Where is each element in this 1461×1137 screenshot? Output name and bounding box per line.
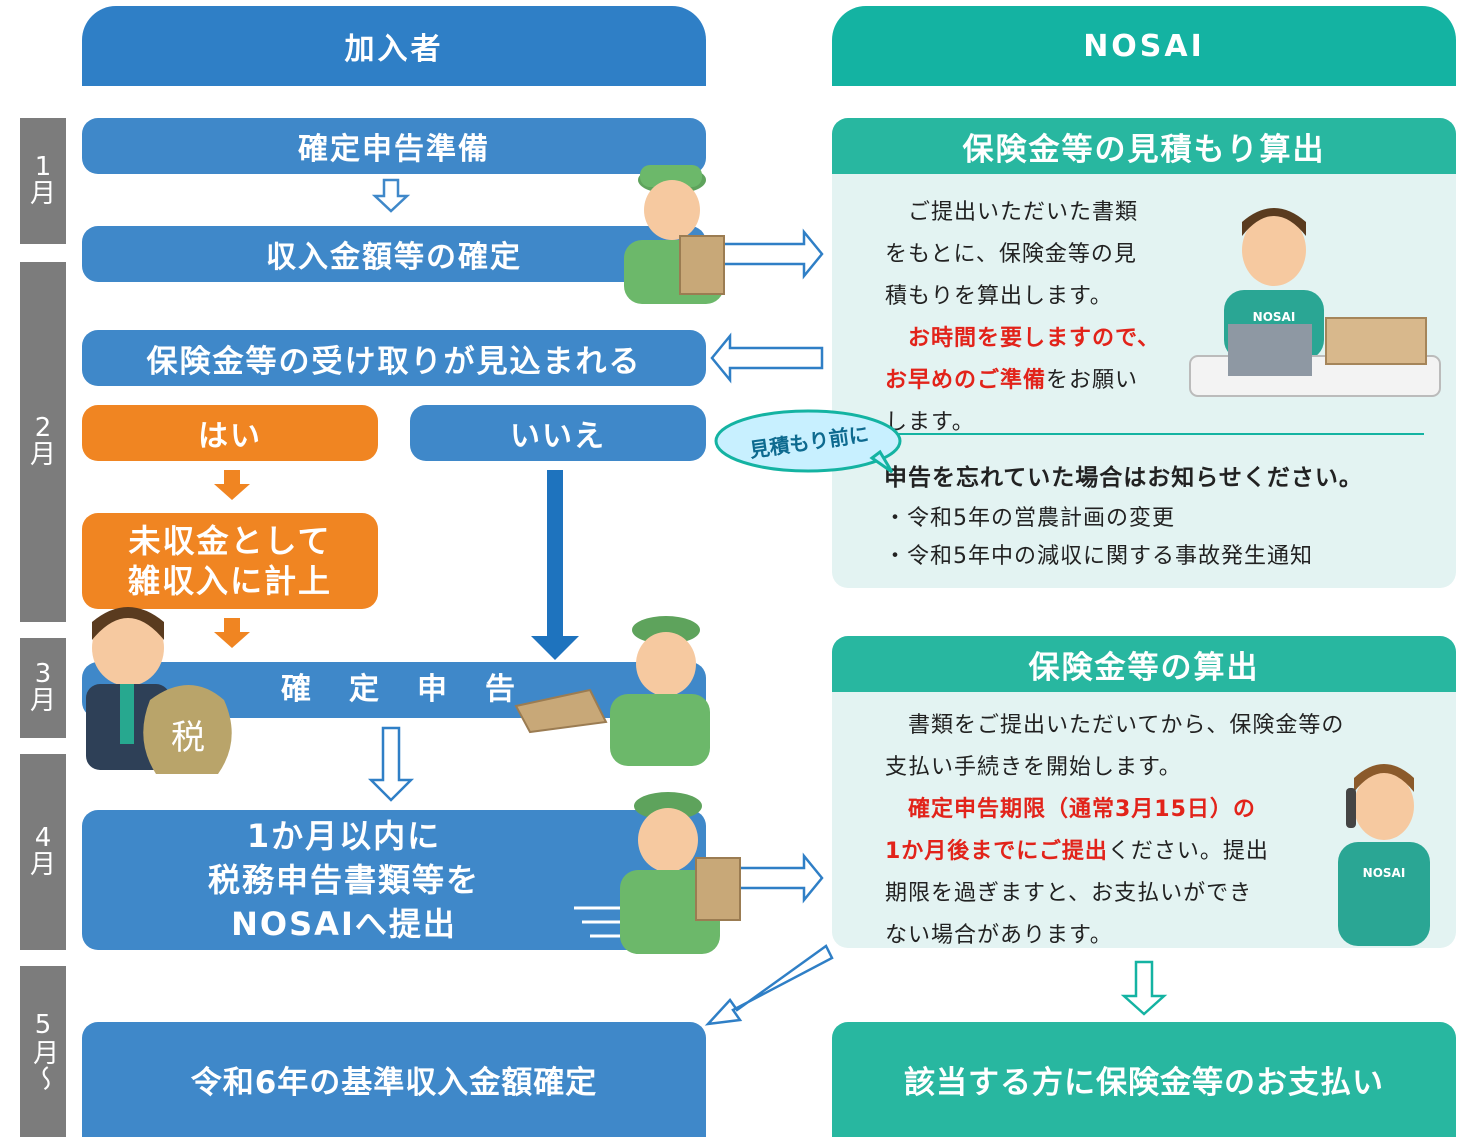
staff-phone-illustration (1338, 764, 1430, 946)
staff-phone-badge: NOSAI (1362, 866, 1406, 880)
yes-result-box: 未収金として 雑収入に計上 (82, 513, 378, 609)
tax-bag-label: 税 (171, 718, 205, 758)
calc-line-5: 期限を過ぎますと、お支払いができ (885, 881, 1253, 906)
answer-yes: はい (82, 405, 378, 461)
calc-red-deadline: 1か月後までにご提出 (885, 839, 1108, 864)
calc-title: 保険金等の算出 (832, 636, 1456, 692)
step-income-confirm: 収入金額等の確定 (82, 226, 706, 282)
calc-tail: ください。提出 (1107, 839, 1269, 864)
calc-line-6: ない場合があります。 (885, 923, 1113, 948)
accountant-illustration (86, 607, 232, 774)
notice-divider (880, 433, 1424, 435)
month-apr: 4 月 (20, 754, 66, 950)
farmer-illustration-3 (574, 792, 741, 954)
payment-box: 該当する方に保険金等のお支払い (832, 1022, 1456, 1137)
step-submit-docs: 1か月以内に 税務申告書類等を NOSAIへ提出 (82, 810, 706, 950)
notice-item-2: ・令和5年中の減収に関する事故発生通知 (884, 544, 1313, 569)
step-tax-prep: 確定申告準備 (82, 118, 706, 174)
month-jan-num: 1 (34, 151, 52, 182)
question-insurance-expected: 保険金等の受け取りが見込まれる (82, 330, 706, 386)
estimate-red-early: お早めのご準備 (885, 368, 1047, 393)
month-mar-unit: 月 (29, 686, 56, 716)
calc-line-4: 1か月後までにご提出ください。提出 (885, 831, 1425, 873)
estimate-line-2: をもとに、保険金等の見 (885, 242, 1137, 267)
calc-line-2: 支払い手続きを開始します。 (885, 755, 1182, 780)
answer-no: いいえ (410, 405, 706, 461)
estimate-line-3: 積もりを算出します。 (885, 284, 1113, 309)
month-feb-unit: 月 (29, 440, 56, 470)
farmer-illustration-1 (624, 165, 725, 304)
calc-body: 書類をご提出いただいてから、保険金等の 支払い手続きを開始します。 確定申告期限… (885, 705, 1425, 957)
month-may-num: 5 (34, 1009, 52, 1040)
no-down-arrow (531, 470, 579, 660)
calc-line-1: 書類をご提出いただいてから、保険金等の (885, 713, 1345, 738)
orange-down-arrow-1 (214, 470, 250, 500)
month-jan: 1 月 (20, 118, 66, 244)
step-baseline-income: 令和6年の基準収入金額確定 (82, 1022, 706, 1137)
estimate-line-1: ご提出いただいた書類 (885, 200, 1139, 225)
calc-line-3: 確定申告期限（通常3月15日）の (885, 797, 1256, 822)
submit-line-3: NOSAIへ提出 (231, 905, 457, 943)
header-member: 加入者 (82, 6, 706, 86)
month-may-unit: 月〜 (28, 1039, 59, 1092)
staff-desk-illustration (1189, 208, 1441, 397)
notice-item-1: ・令和5年の営農計画の変更 (884, 506, 1175, 531)
orange-down-arrow-2 (214, 618, 250, 648)
estimate-body: ご提出いただいた書類 をもとに、保険金等の見 積もりを算出します。 お時間を要し… (885, 192, 1205, 444)
estimate-line-5: お早めのご準備をお願い (885, 360, 1205, 402)
estimate-title: 保険金等の見積もり算出 (832, 118, 1456, 174)
bubble-shape (714, 409, 902, 474)
estimate-line-4: お時間を要しますので、 (885, 326, 1161, 351)
header-nosai: NOSAI (832, 6, 1456, 86)
month-apr-unit: 月 (29, 850, 56, 880)
month-may: 5 月〜 (20, 966, 66, 1137)
staff-desk-badge: NOSAI (1252, 310, 1296, 324)
down-arrow-1 (371, 178, 411, 213)
down-arrow-3 (1120, 960, 1168, 1016)
month-jan-unit: 月 (29, 179, 56, 209)
month-feb-num: 2 (34, 412, 52, 443)
farmer-illustration-2 (514, 616, 710, 766)
month-apr-num: 4 (34, 822, 52, 853)
right-arrow-to-nosai-1 (710, 228, 824, 280)
month-feb: 2 月 (20, 262, 66, 622)
diagonal-arrow (704, 944, 834, 1026)
month-mar: 3 月 (20, 638, 66, 738)
yes-result-line-1: 未収金として (128, 522, 332, 560)
step-tax-filing-label: 確 定 申 告 (281, 672, 519, 707)
submit-line-2: 税務申告書類等を (207, 861, 480, 899)
yes-result-line-2: 雑収入に計上 (127, 562, 332, 600)
notice-title: 申告を忘れていた場合はお知らせください。 (884, 465, 1363, 491)
estimate-line-6: します。 (885, 410, 975, 435)
month-mar-num: 3 (34, 658, 52, 689)
submit-line-1: 1か月以内に (246, 817, 442, 855)
down-arrow-2 (367, 726, 415, 802)
left-arrow-from-nosai (710, 332, 824, 384)
estimate-tail: をお願い (1046, 368, 1139, 393)
